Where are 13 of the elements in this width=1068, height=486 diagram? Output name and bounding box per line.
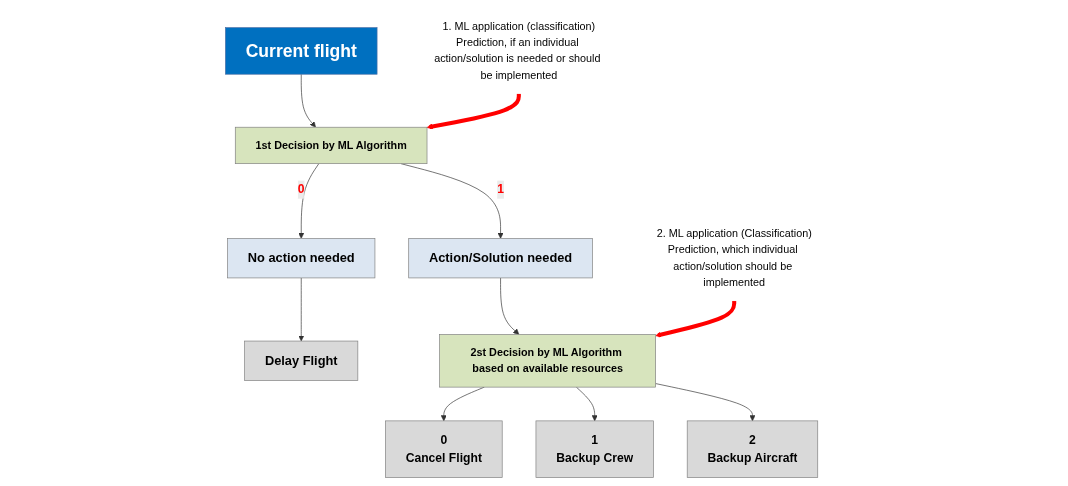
edge-label: 0 <box>298 182 305 197</box>
node-box: 1st Decision by ML Algorithm <box>235 126 428 164</box>
node-box: 2st Decision by ML Algorithm based on available resources <box>439 334 657 388</box>
node-box: Current flight <box>225 27 378 75</box>
node-box: No action needed <box>227 238 376 279</box>
node-box: Action/Solution needed <box>408 238 593 279</box>
node-text: 1. ML application (classification) Prediction, if an individual action/solution is needed or should be implemented <box>434 20 601 81</box>
node-box: 0 Cancel Flight <box>385 420 503 478</box>
node-box: 2 Backup Aircraft <box>687 420 819 478</box>
node-box: 1 Backup Crew <box>535 420 654 478</box>
node-box: Delay Flight <box>244 340 359 381</box>
node-text: 2. ML application (Classification) Prediction, which individual action/solution should be implemented <box>656 227 812 288</box>
edge-label: 1 <box>497 182 505 197</box>
